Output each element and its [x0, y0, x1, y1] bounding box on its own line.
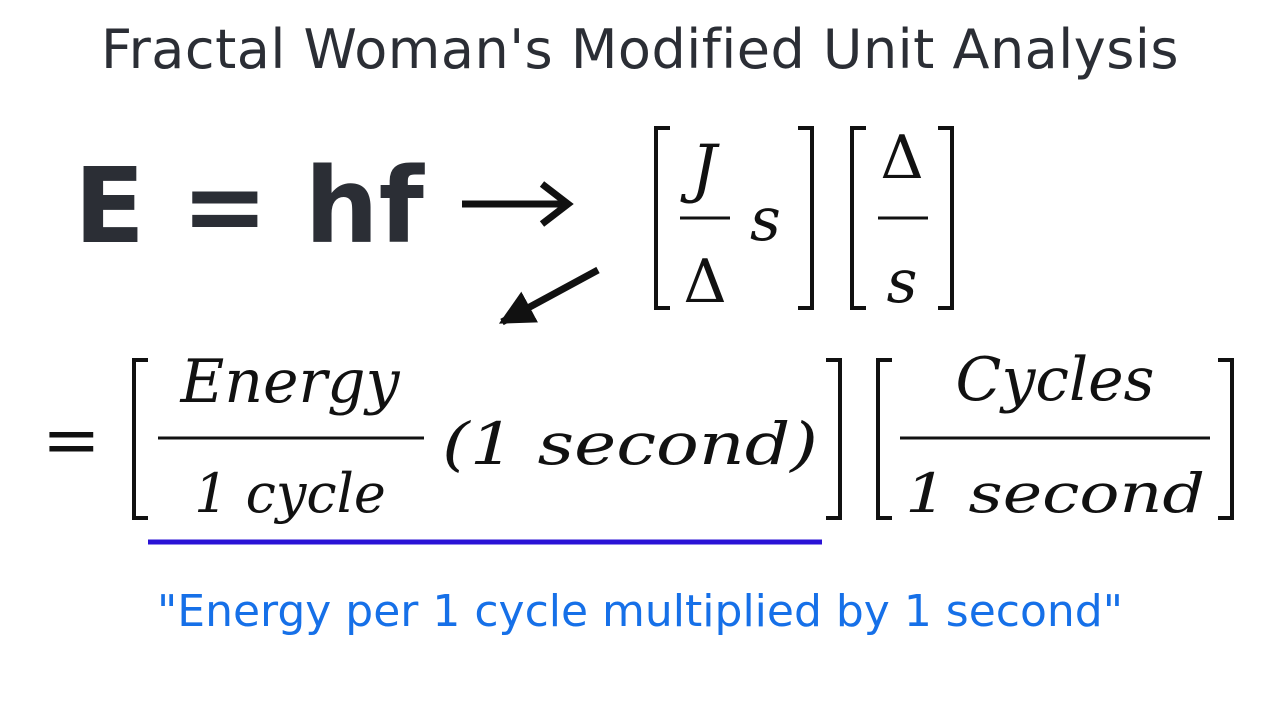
- expanded-bracket1-denominator: 1 cycle: [194, 462, 386, 525]
- caption-text: "Energy per 1 cycle multiplied by 1 seco…: [157, 586, 1123, 637]
- page-title: Fractal Woman's Modified Unit Analysis: [100, 18, 1180, 81]
- expanded-bracket1-numerator: Energy: [180, 347, 401, 417]
- bracket1-denominator: Δ: [683, 247, 726, 317]
- expanded-bracket1-factor: (1 second): [442, 410, 818, 478]
- expanded-bracket-2: Cycles 1 second: [876, 345, 1234, 525]
- unit-bracket-1: J Δ s: [654, 126, 814, 317]
- bracket1-factor: s: [750, 185, 781, 255]
- equation-lhs: E = hf: [74, 145, 426, 267]
- expanded-bracket2-numerator: Cycles: [956, 345, 1155, 415]
- expanded-bracket-1: Energy 1 cycle (1 second): [132, 347, 842, 525]
- right-arrow-icon: [462, 181, 574, 227]
- expanded-bracket2-denominator: 1 second: [905, 462, 1205, 525]
- expansion-equals: =: [42, 399, 101, 481]
- bracket1-numerator: J: [680, 132, 720, 206]
- unit-bracket-2: Δ s: [850, 123, 954, 317]
- bracket2-numerator: Δ: [880, 123, 923, 193]
- diagonal-arrow-icon: [498, 266, 600, 326]
- bracket2-denominator: s: [887, 247, 918, 317]
